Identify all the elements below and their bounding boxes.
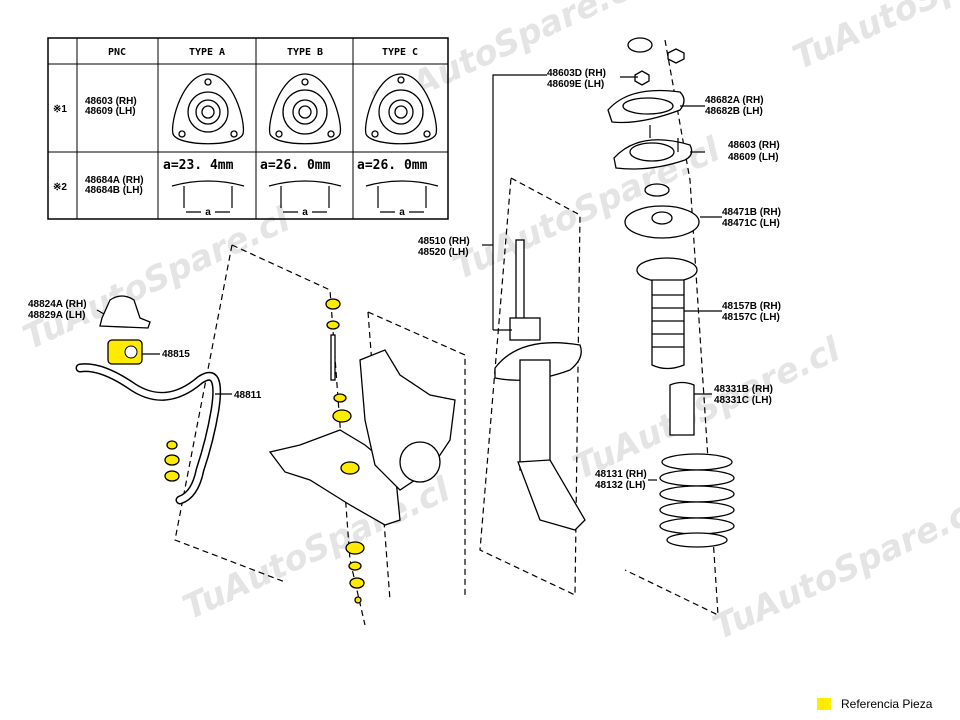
shock-absorber-48510 [494, 239, 586, 531]
lower-arm-and-knuckle [268, 349, 456, 526]
label-48510-rh: 48510 (RH) [418, 236, 470, 247]
row2-pnc-rh: 48684A (RH) [85, 175, 144, 186]
label-48131-rh: 48131 (RH) [595, 469, 647, 480]
label-48331C-lh: 48331C (LH) [714, 395, 772, 406]
label-48815: 48815 [162, 349, 190, 360]
mount-type-a [171, 73, 245, 145]
label-48132-lh: 48132 (LH) [595, 480, 646, 491]
spring-seat-48471 [624, 205, 700, 239]
label-48603-rh: 48603 (RH) [728, 140, 780, 151]
mount-type-b [268, 73, 342, 145]
nut-48603D [634, 70, 650, 86]
washer [644, 183, 670, 197]
label-48829A-lh: 48829A (LH) [28, 310, 85, 321]
header-type-a: TYPE A [189, 47, 225, 58]
watermark: TuAutoSpare.cl [177, 469, 457, 628]
dim-symbol-c: a [399, 207, 405, 218]
label-48609E-lh: 48609E (LH) [547, 79, 604, 90]
mount-type-c [364, 73, 438, 145]
bumper-boot-48157 [636, 257, 698, 370]
plate-48682 [607, 89, 685, 124]
link-bushings-left [164, 440, 180, 482]
watermark: TuAutoSpare.cl [787, 0, 960, 78]
coil-spring-48131 [659, 453, 735, 548]
row1-pnc-lh: 48609 (LH) [85, 106, 136, 117]
legend: Referencia Pieza [817, 697, 932, 711]
bracket-48824 [99, 295, 151, 329]
nut-top [667, 48, 685, 64]
dim-symbol-a: a [205, 207, 211, 218]
support-48603 [613, 125, 693, 170]
watermark: TuAutoSpare.cl [17, 199, 297, 358]
legend-swatch [817, 698, 831, 710]
upper-cap [627, 37, 653, 53]
label-48331B-rh: 48331B (RH) [714, 384, 773, 395]
header-pnc: PNC [108, 47, 126, 58]
row2-pnc-lh: 48684B (LH) [85, 185, 143, 196]
label-48824A-rh: 48824A (RH) [28, 299, 87, 310]
row-mark-2: ※2 [53, 182, 67, 193]
label-48471B-rh: 48471B (RH) [722, 207, 781, 218]
legend-label: Referencia Pieza [841, 697, 933, 711]
label-48603D-rh: 48603D (RH) [547, 68, 606, 79]
label-48682A-rh: 48682A (RH) [705, 95, 764, 106]
label-48157C-lh: 48157C (LH) [722, 312, 780, 323]
dim-type-a: a=23. 4mm [163, 158, 234, 173]
leader-lines [96, 74, 722, 481]
dim-type-b: a=26. 0mm [260, 158, 331, 173]
type-table: PNC TYPE A TYPE B TYPE C ※1 48603 (RH) 4… [47, 37, 449, 220]
label-48682B-lh: 48682B (LH) [705, 106, 763, 117]
bushing-48815-highlighted [107, 339, 143, 365]
header-type-b: TYPE B [287, 47, 323, 58]
lower-bushings [345, 541, 365, 604]
dim-symbol-b: a [302, 207, 308, 218]
row-mark-1: ※1 [53, 104, 67, 115]
label-48811: 48811 [234, 390, 262, 401]
label-48520-lh: 48520 (LH) [418, 247, 469, 258]
bump-stop-48331 [669, 381, 695, 436]
header-type-c: TYPE C [382, 47, 418, 58]
label-48471C-lh: 48471C (LH) [722, 218, 780, 229]
stabilizer-link [325, 298, 352, 423]
row1-pnc-rh: 48603 (RH) [85, 96, 137, 107]
watermark: TuAutoSpare.cl [707, 489, 960, 648]
stabilizer-bar-48811 [75, 363, 222, 505]
dim-type-c: a=26. 0mm [357, 158, 428, 173]
label-48609-lh: 48609 (LH) [728, 152, 779, 163]
part-labels: 48603D (RH) 48609E (LH) 48682A (RH) 4868… [28, 68, 781, 491]
label-48157B-rh: 48157B (RH) [722, 301, 781, 312]
